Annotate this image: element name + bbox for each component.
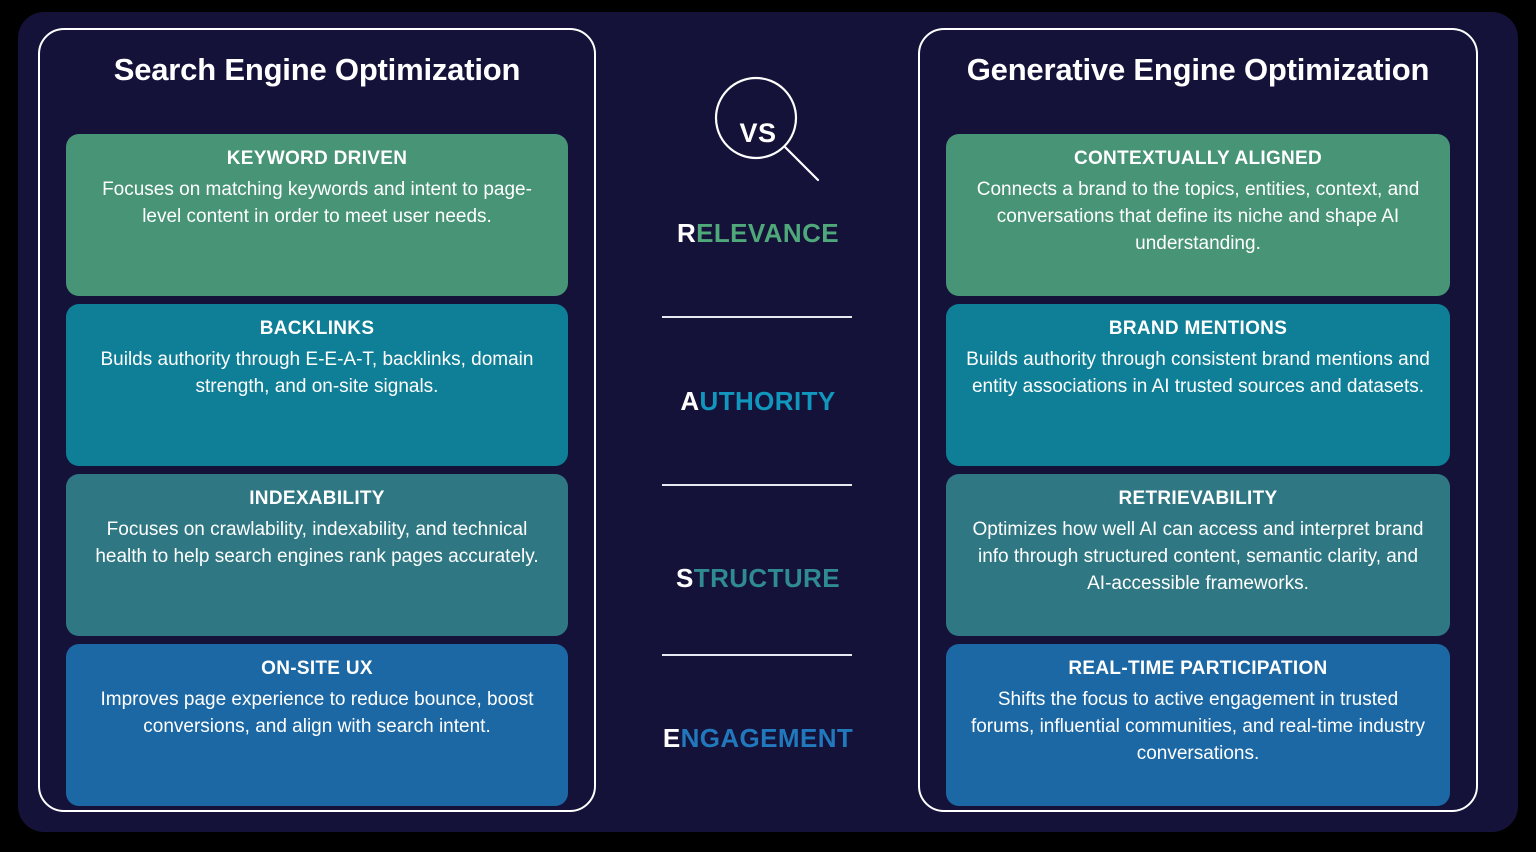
axis-label-engagement: ENGAGEMENT [600,723,916,754]
geo-panel: Generative Engine Optimization CONTEXTUA… [918,28,1478,812]
axis-rest-text: UTHORITY [699,386,836,416]
axis-lead-letter: A [680,386,700,416]
geo-card-real-time-participation: REAL-TIME PARTICIPATION Shifts the focus… [946,644,1450,806]
card-title: BACKLINKS [259,318,375,339]
card-title: CONTEXTUALLY ALIGNED [1073,148,1323,169]
axis-lead-letter: E [662,723,681,753]
card-title: REAL-TIME PARTICIPATION [1068,658,1328,679]
card-title: KEYWORD DRIVEN [226,148,408,169]
axis-rest-text: TRUCTURE [693,563,840,593]
card-description: Connects a brand to the topics, entities… [976,178,1420,254]
card-description: Builds authority through consistent bran… [966,348,1430,397]
card-title: INDEXABILITY [249,488,385,509]
card-title: BRAND MENTIONS [1108,318,1288,339]
axis-divider-2 [662,484,852,486]
card-title: ON-SITE UX [261,658,373,679]
seo-panel: Search Engine Optimization KEYWORD DRIVE… [38,28,596,812]
card-description: Focuses on matching keywords and intent … [102,178,532,227]
axis-rest-text: ELEVANCE [696,218,840,248]
card-title: RETRIEVABILITY [1118,488,1278,509]
axis-divider-1 [662,316,852,318]
geo-card-list: CONTEXTUALLY ALIGNED Connects a brand to… [946,134,1450,806]
seo-panel-title: Search Engine Optimization [113,52,521,87]
geo-card-retrievability: RETRIEVABILITY Optimizes how well AI can… [946,474,1450,636]
card-description: Shifts the focus to active engagement in… [970,688,1426,764]
seo-card-backlinks: BACKLINKS Builds authority through E-E-A… [66,304,568,466]
magnifier-icon [714,76,820,182]
versus-badge: VS [600,70,916,195]
axis-label-structure: STRUCTURE [600,563,916,594]
card-description: Builds authority through E-E-A-T, backli… [100,348,534,397]
card-description: Focuses on crawlability, indexability, a… [95,518,539,567]
axis-label-authority: AUTHORITY [600,386,916,417]
seo-card-keyword-driven: KEYWORD DRIVEN Focuses on matching keywo… [66,134,568,296]
axis-label-relevance: RELEVANCE [600,218,916,249]
comparison-axis-column: VS RELEVANCE AUTHORITY STRUCTURE ENGAGEM… [600,28,916,812]
axis-lead-letter: S [676,563,694,593]
geo-card-contextually-aligned: CONTEXTUALLY ALIGNED Connects a brand to… [946,134,1450,296]
seo-card-on-site-ux: ON-SITE UX Improves page experience to r… [66,644,568,806]
seo-card-list: KEYWORD DRIVEN Focuses on matching keywo… [66,134,568,806]
card-description: Optimizes how well AI can access and int… [972,518,1424,594]
axis-lead-letter: R [676,218,697,248]
axis-rest-text: NGAGEMENT [680,723,854,753]
geo-panel-title: Generative Engine Optimization [966,52,1430,87]
card-description: Improves page experience to reduce bounc… [100,688,534,737]
axis-divider-3 [662,654,852,656]
seo-card-indexability: INDEXABILITY Focuses on crawlability, in… [66,474,568,636]
geo-card-brand-mentions: BRAND MENTIONS Builds authority through … [946,304,1450,466]
versus-label: VS [739,118,777,148]
